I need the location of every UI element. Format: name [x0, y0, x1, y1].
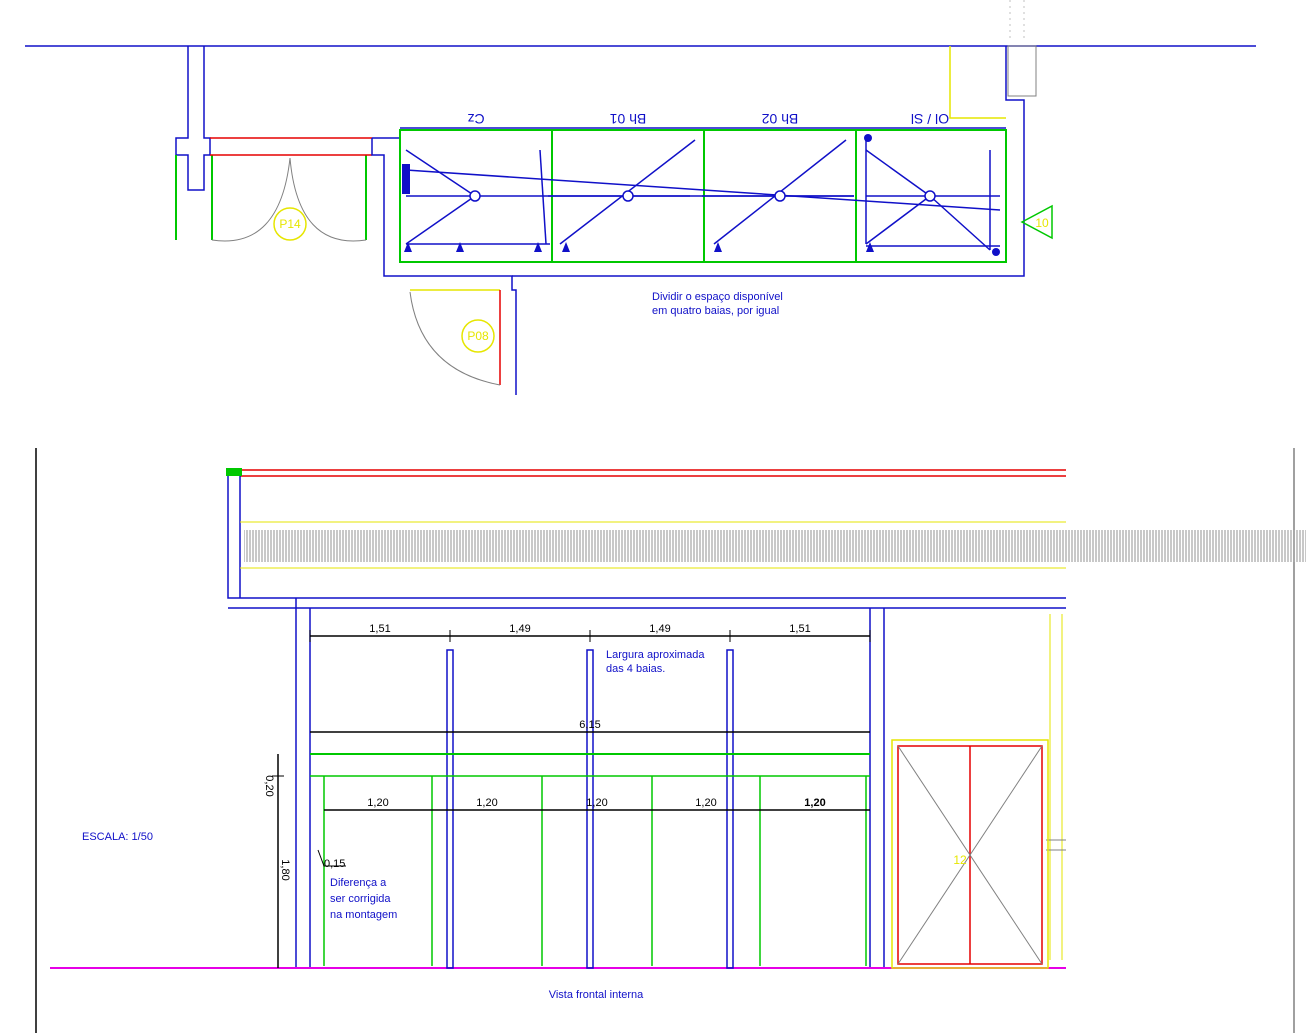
- dim-total: 6,15: [579, 719, 600, 731]
- slab-outline: [227, 476, 1066, 599]
- width-note-line1: Largura aproximada: [606, 649, 705, 661]
- shaft: [1007, 45, 1037, 97]
- ceiling-hatch: [244, 530, 1306, 562]
- plan-note-line1: Dividir o espaço disponível: [652, 291, 783, 303]
- view-title: Vista frontal interna: [549, 989, 644, 1001]
- dim-top-2: 1,49: [509, 623, 530, 635]
- yellow-outline: [949, 46, 1006, 119]
- door-tag-circle: [273, 207, 307, 241]
- diff-note-line3: na montagem: [330, 909, 397, 921]
- plan-view: P14 P08 Cz Bh 01 Bh 02 Ol / Sl: [25, 0, 1256, 395]
- section-marker: [1020, 204, 1053, 240]
- width-note-line2: das 4 baias.: [606, 663, 665, 675]
- door-tag-p08: P08: [467, 329, 489, 343]
- door-swing: [211, 157, 291, 242]
- bay-label-ol-sl: Ol / Sl: [911, 111, 949, 127]
- dim-bottom-3: 1,20: [586, 797, 607, 809]
- lower-wall: [371, 138, 517, 395]
- dim-bottom-2: 1,20: [476, 797, 497, 809]
- door-tag-circle: [461, 319, 495, 353]
- bay-label-cz: Cz: [467, 111, 484, 127]
- bay-posts: [446, 649, 734, 969]
- bay-label-bh02: Bh 02: [761, 111, 798, 127]
- door-cross: [897, 745, 1043, 965]
- dim-top-3: 1,49: [649, 623, 670, 635]
- dim-bottom-1: 1,20: [367, 797, 388, 809]
- dim-ticks-top: [309, 630, 871, 642]
- room-wall: [512, 46, 1025, 277]
- beam-end: [226, 468, 242, 476]
- fixture-triangles: [402, 134, 1000, 256]
- dim-top-1: 1,51: [369, 623, 390, 635]
- leader: [317, 849, 346, 867]
- dim-020: 0,20: [263, 775, 275, 796]
- elevation-view: 1,51 1,49 1,49 1,51 Largura aproximada d…: [35, 448, 1306, 1033]
- diff-note-line1: Diferença a: [330, 877, 387, 889]
- green-stalls: [323, 776, 867, 966]
- scale-label: ESCALA: 1/50: [82, 831, 153, 843]
- diff-note-line2: ser corrigida: [330, 893, 391, 905]
- bay-label-bh01: Bh 01: [609, 111, 646, 127]
- dim-bottom-5: 1,20: [804, 797, 825, 809]
- fixture-nodes: [469, 190, 936, 202]
- dim-bottom-4: 1,20: [695, 797, 716, 809]
- door-tag-12: 12: [953, 853, 967, 867]
- left-column: [175, 46, 211, 191]
- dim-top-4: 1,51: [789, 623, 810, 635]
- dim-015: 0,15: [324, 858, 345, 870]
- door-tag-p14: P14: [279, 217, 301, 231]
- dim-180: 1,80: [279, 859, 291, 880]
- door-swing: [289, 157, 367, 242]
- door-frame: [891, 739, 1049, 969]
- plan-note-line2: em quatro baias, por igual: [652, 305, 779, 317]
- section-marker-label: 10: [1035, 216, 1049, 230]
- door-swing: [409, 291, 501, 386]
